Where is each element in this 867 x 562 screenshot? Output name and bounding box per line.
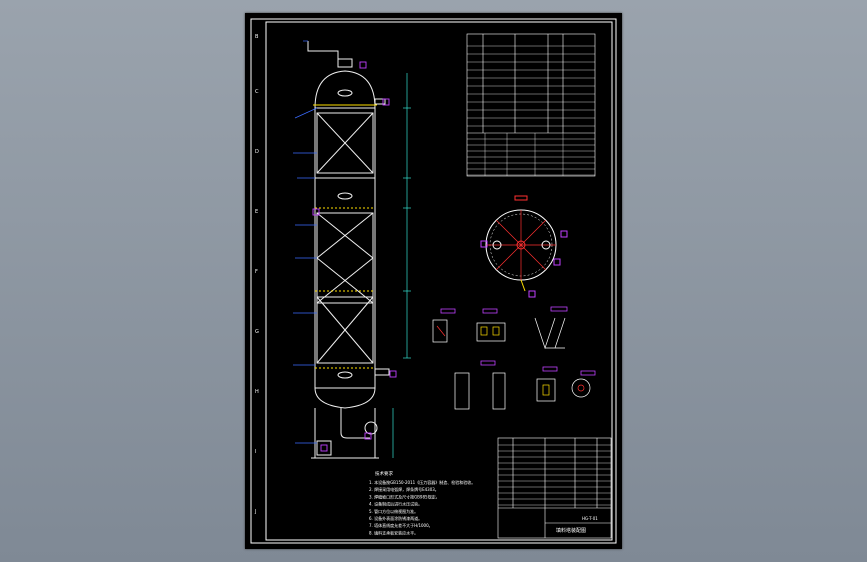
- note-line: 5. 管口方位以俯视图为准。: [369, 508, 418, 514]
- note-line: 7. 塔体直线度允差不大于H/1000。: [369, 522, 433, 528]
- packing-bed-3: [316, 296, 374, 364]
- plan-view: [480, 195, 568, 298]
- inner-frame: [265, 21, 613, 541]
- svg-text:E: E: [255, 209, 258, 215]
- svg-text:H: H: [255, 389, 259, 395]
- note-line: 4. 设备制成后进行水压试验。: [369, 501, 422, 507]
- note-line: 1. 本设备按GB150-2011《压力容器》制造、检验和验收。: [369, 479, 475, 485]
- manhole-mid: [337, 192, 353, 200]
- skirt: [314, 408, 376, 458]
- svg-text:I: I: [255, 449, 256, 455]
- plan-spoke: [496, 244, 522, 270]
- note-line: 6. 设备外表面涂防锈漆两道。: [369, 515, 422, 521]
- nozzle-schedule-rows: [467, 133, 595, 176]
- svg-text:C: C: [255, 89, 259, 95]
- detail-labels: [440, 306, 596, 376]
- packing-bed-2: [316, 212, 374, 304]
- outer-frame: [250, 18, 617, 544]
- svg-text:F: F: [255, 269, 258, 275]
- leader-lines: [293, 40, 318, 444]
- note-line: 8. 填料支承板安装应水平。: [369, 529, 418, 535]
- plan-spoke: [520, 220, 546, 246]
- top-inlet-pipe: [307, 41, 339, 63]
- drawing-sheet: B C D E F G H I J: [245, 13, 622, 549]
- design-data-rows: [467, 45, 595, 127]
- notes-heading: 技术要求: [375, 470, 393, 477]
- manhole-top: [337, 89, 353, 97]
- plan-spoke: [520, 244, 546, 270]
- design-data-table: [466, 33, 596, 177]
- dimension-lines: [392, 73, 411, 458]
- title-block-name: 填料塔装配图: [556, 527, 586, 534]
- manhole-bottom: [337, 371, 353, 379]
- svg-text:J: J: [254, 509, 256, 515]
- parts-rows: [498, 444, 611, 506]
- detail-views: [432, 317, 591, 410]
- svg-text:G: G: [255, 329, 259, 335]
- technical-notes: 技术要求 1. 本设备按GB150-2011《压力容器》制造、检验和验收。2. …: [369, 470, 475, 535]
- plan-spoke: [496, 220, 522, 246]
- parts-list: [497, 437, 612, 539]
- frame-zone-marks: B C D E F G H I J: [254, 34, 259, 515]
- note-line: 2. 焊接采用电弧焊，焊条牌号E4303。: [369, 486, 439, 492]
- bottom-outlet-pipe: [340, 408, 370, 439]
- nozzle-tags: [312, 61, 397, 452]
- bottom-head: [314, 387, 376, 409]
- packed-column-elevation: [307, 41, 390, 459]
- svg-text:B: B: [255, 34, 259, 40]
- packing-bed-1: [316, 112, 374, 174]
- column-shell: [314, 107, 376, 389]
- drawing-canvas: B C D E F G H I J: [250, 18, 617, 544]
- top-nozzle: [337, 58, 353, 68]
- drawing-number: HG-T-01: [582, 516, 598, 521]
- svg-text:D: D: [255, 149, 259, 155]
- top-head: [314, 70, 376, 109]
- note-line: 3. 焊缝坡口形式及尺寸按GB985规定。: [369, 493, 440, 499]
